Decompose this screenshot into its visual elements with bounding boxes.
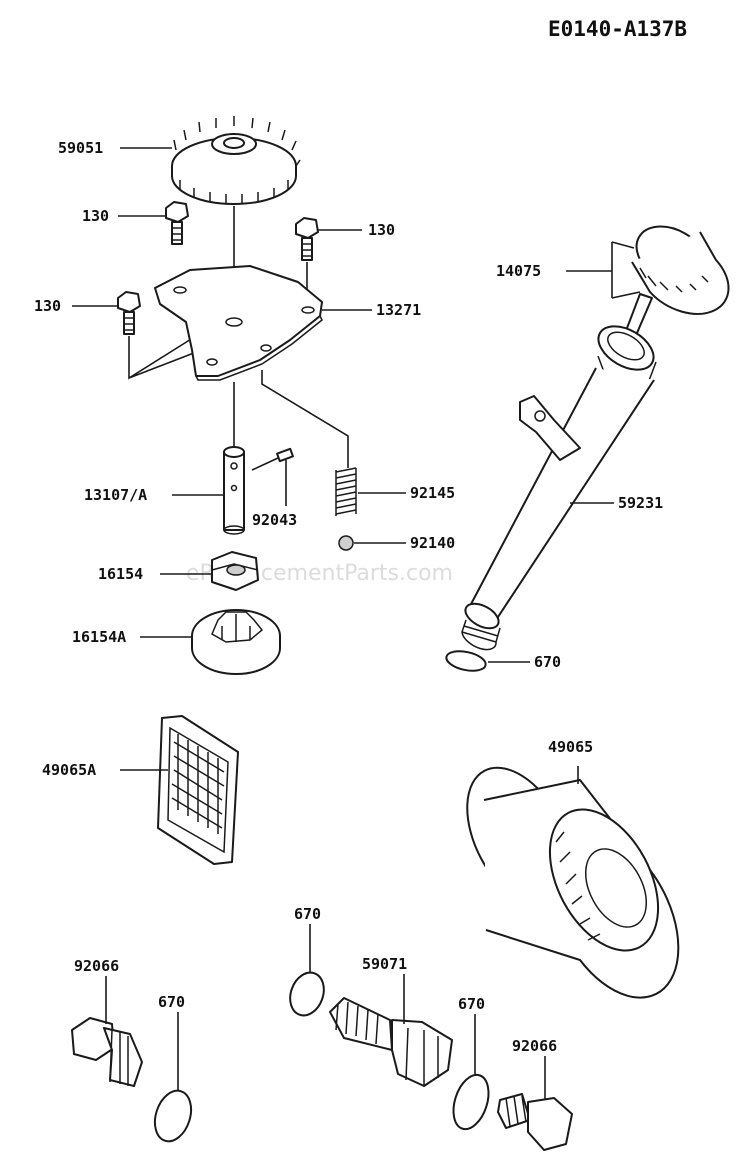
label-plate: 13271 (376, 301, 421, 319)
pin-92043 (276, 447, 294, 463)
oil-tube-59231 (461, 325, 657, 651)
label-pin: 92043 (252, 511, 297, 529)
diagram-code: E0140-A137B (548, 17, 687, 41)
strainer-49065a (157, 715, 239, 865)
dipstick-14075 (623, 225, 730, 341)
label-oring-right: 670 (458, 995, 485, 1013)
fitting-59071 (329, 997, 453, 1087)
label-tube: 59231 (618, 494, 663, 512)
oring-670-center (289, 971, 325, 1017)
label-ball: 92140 (410, 534, 455, 552)
label-plug-left: 92066 (74, 957, 119, 975)
label-strainer: 49065A (42, 761, 96, 779)
leader-plate-spring (261, 370, 349, 468)
label-filter: 49065 (548, 738, 593, 756)
label-plug-right: 92066 (512, 1037, 557, 1055)
label-rotor-inner: 16154 (98, 565, 143, 583)
bolt-130-left-top (165, 201, 189, 245)
label-gear: 59051 (58, 139, 103, 157)
inner-rotor-16154 (211, 551, 259, 591)
ball-92140 (338, 535, 354, 551)
shaft-13107a (223, 446, 245, 535)
leader-pin (251, 457, 287, 506)
plug-92066-left (71, 1017, 143, 1087)
oring-670-left (153, 1089, 193, 1143)
label-fitting: 59071 (362, 955, 407, 973)
spring-92145 (335, 467, 357, 516)
label-shaft: 13107/A (84, 486, 147, 504)
label-oring-left: 670 (158, 993, 185, 1011)
bolt-130-left (117, 291, 141, 335)
label-rotor-outer: 16154A (72, 628, 126, 646)
oil-filter-49065 (466, 766, 680, 999)
label-bolt-left: 130 (34, 297, 61, 315)
label-dipstick: 14075 (496, 262, 541, 280)
label-spring: 92145 (410, 484, 455, 502)
oring-670-tube (445, 650, 487, 672)
label-bolt-right-top: 130 (368, 221, 395, 239)
label-oring-tube: 670 (534, 653, 561, 671)
label-bolt-left-top: 130 (82, 207, 109, 225)
outer-rotor-16154a (191, 609, 281, 675)
plate-13271 (154, 265, 323, 381)
oring-670-right (452, 1073, 490, 1131)
bolt-130-right-top (295, 217, 319, 261)
leader-dipstick (566, 241, 641, 299)
gear-59051 (171, 116, 301, 205)
label-oring-center: 670 (294, 905, 321, 923)
plug-92066-right (497, 1093, 573, 1151)
